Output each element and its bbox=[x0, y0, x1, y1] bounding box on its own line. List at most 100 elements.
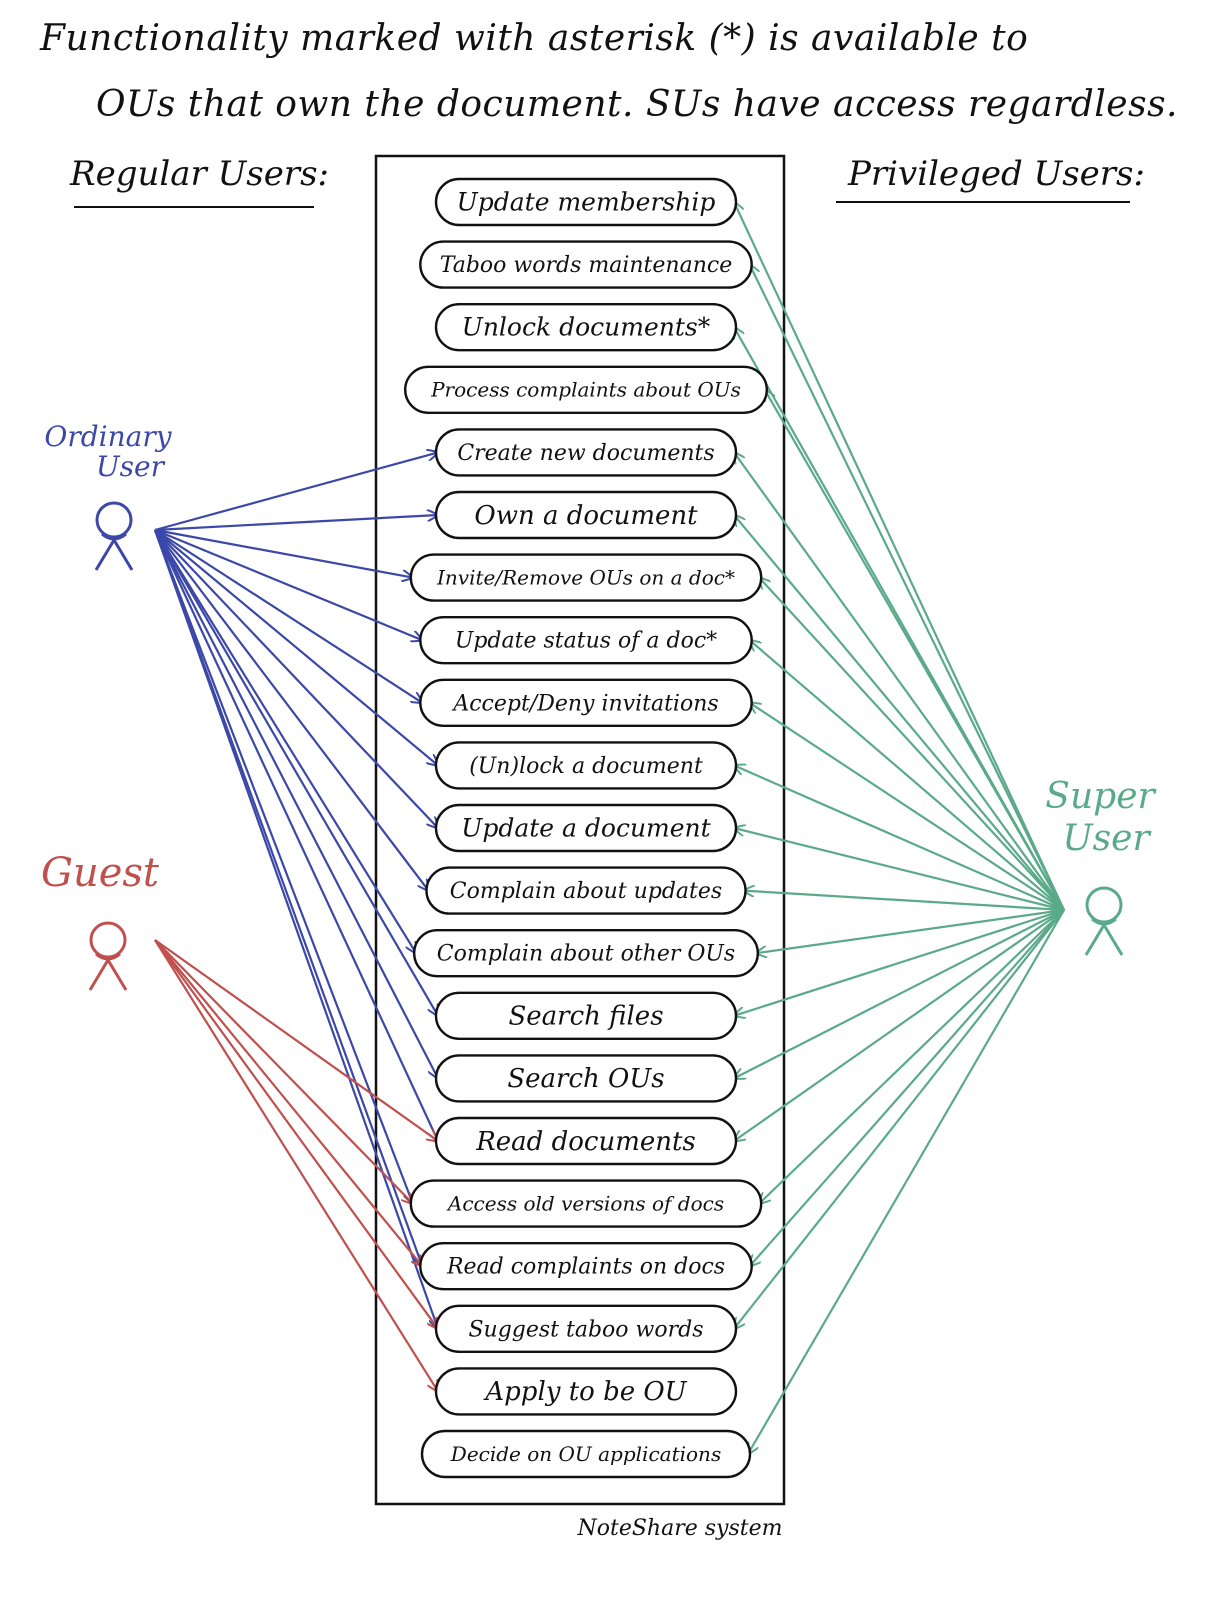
use-case-oval bbox=[434, 303, 738, 352]
association-super-read-complaints-on-docs bbox=[750, 909, 1065, 1266]
ordinary-user-label-line1: Ordinary bbox=[44, 420, 172, 453]
actor-shoulders bbox=[1091, 917, 1117, 926]
association-ordinary-complain-about-other-ous bbox=[154, 529, 416, 953]
use-case-access-old-versions-of-docs: Access old versions of docs bbox=[409, 1179, 763, 1228]
use-case-oval bbox=[420, 1429, 752, 1479]
association-guest-access-old-versions-of-docs bbox=[154, 939, 413, 1204]
system-boundary bbox=[374, 154, 786, 1506]
use-case-label: Suggest taboo words bbox=[468, 1317, 703, 1342]
actor-shoulders bbox=[101, 532, 127, 541]
actor-head bbox=[89, 921, 127, 959]
association-ordinary-search-ous bbox=[154, 529, 438, 1078]
use-case-oval bbox=[404, 365, 769, 414]
super-user-label-line1: Super bbox=[1045, 776, 1156, 817]
actor-head bbox=[95, 501, 133, 539]
super-user-label-line2: User bbox=[1062, 818, 1151, 859]
use-case-label: Invite/Remove OUs on a doc* bbox=[436, 565, 735, 589]
actor-head bbox=[1085, 886, 1123, 924]
note-line-2: OUs that own the document. SUs have acce… bbox=[96, 84, 1178, 125]
association-ordinary-create-new-documents bbox=[154, 452, 438, 532]
association-ordinary-complain-about-updates bbox=[154, 529, 428, 891]
use-case-oval bbox=[412, 929, 760, 978]
association-super-search-ous bbox=[734, 909, 1065, 1078]
use-case-label: Taboo words maintenance bbox=[440, 253, 732, 278]
use-case-process-complaints-about-ous: Process complaints about OUs bbox=[404, 365, 769, 414]
association-super-taboo-words-maintenance bbox=[750, 265, 1065, 911]
association-ordinary-own-a-document bbox=[154, 515, 438, 532]
note-line-1: Functionality marked with asterisk (*) i… bbox=[40, 18, 1029, 59]
association-super-access-old-versions-of-docs bbox=[759, 909, 1065, 1204]
use-case-update-status-of-a-doc: Update status of a doc* bbox=[419, 616, 753, 665]
actor-left-leg bbox=[88, 959, 110, 991]
use-case-read-documents: Read documents bbox=[434, 1116, 738, 1166]
use-case-oval bbox=[419, 616, 753, 665]
ordinary-user-label-line2: User bbox=[96, 450, 166, 483]
use-case-label: Decide on OU applications bbox=[450, 1442, 721, 1466]
association-ordinary-update-status-of-a-doc bbox=[154, 528, 422, 640]
use-case-apply-to-be-ou: Apply to be OU bbox=[434, 1367, 738, 1416]
system-label: NoteShare system bbox=[577, 1516, 783, 1541]
use-case-taboo-words-maintenance: Taboo words maintenance bbox=[419, 240, 753, 289]
association-ordinary-invite-remove-ous-on-a-doc bbox=[154, 528, 413, 578]
actor-right-leg bbox=[106, 959, 128, 991]
use-case-label: (Un)lock a document bbox=[469, 754, 703, 779]
actor-left-leg bbox=[1084, 924, 1106, 956]
use-case-complain-about-other-ous: Complain about other OUs bbox=[412, 929, 760, 978]
actor-right-leg bbox=[112, 539, 134, 571]
association-super-update-status-of-a-doc bbox=[750, 640, 1065, 911]
association-ordinary-read-documents bbox=[154, 529, 438, 1141]
association-guest-suggest-taboo-words bbox=[154, 939, 438, 1329]
use-case-label: Complain about other OUs bbox=[437, 942, 735, 967]
use-case-accept-deny-invitations: Accept/Deny invitations bbox=[419, 678, 753, 727]
use-case-unlock-documents: Unlock documents* bbox=[434, 303, 738, 352]
use-case-label: Read documents bbox=[475, 1127, 696, 1157]
association-super-update-membership bbox=[734, 202, 1065, 911]
association-ordinary-access-old-versions-of-docs bbox=[153, 529, 413, 1204]
use-case-label: Search OUs bbox=[507, 1064, 664, 1094]
use-case-label: Unlock documents* bbox=[462, 313, 711, 342]
association-super-complain-about-other-ous bbox=[756, 908, 1065, 953]
use-case-oval bbox=[434, 991, 738, 1040]
association-super-process-complaints-about-ous bbox=[765, 390, 1065, 911]
association-super-decide-on-ou-applications bbox=[748, 909, 1065, 1454]
use-case-oval bbox=[434, 741, 738, 790]
actor-left-leg bbox=[94, 539, 116, 571]
association-ordinary-suggest-taboo-words bbox=[153, 529, 438, 1329]
association-super-complain-about-updates bbox=[744, 891, 1065, 912]
use-case-label: Access old versions of docs bbox=[446, 1191, 724, 1215]
use-case-un-lock-a-document: (Un)lock a document bbox=[434, 741, 738, 790]
actor-shoulders bbox=[95, 952, 121, 961]
actor-right-leg bbox=[1102, 924, 1124, 956]
association-ordinary-accept-deny-invitations bbox=[154, 529, 422, 703]
association-super-search-files bbox=[734, 908, 1065, 1016]
use-case-own-a-document: Own a document bbox=[434, 490, 738, 540]
super-actor-figure bbox=[1084, 886, 1124, 956]
association-ordinary-un-lock-a-document bbox=[154, 529, 438, 765]
association-ordinary-update-a-document bbox=[154, 529, 438, 828]
regular-users-underline bbox=[74, 206, 314, 208]
association-ordinary-search-files bbox=[154, 529, 438, 1016]
association-guest-read-complaints-on-docs bbox=[154, 939, 422, 1266]
use-case-label: Update status of a doc* bbox=[455, 629, 717, 654]
guest-label: Guest bbox=[41, 850, 160, 896]
privileged-users-underline bbox=[836, 201, 1130, 203]
use-case-label: Accept/Deny invitations bbox=[451, 691, 718, 716]
use-case-oval bbox=[419, 1241, 753, 1291]
use-case-oval bbox=[434, 428, 738, 477]
use-case-oval bbox=[409, 553, 763, 602]
use-case-label: Update a document bbox=[461, 814, 711, 843]
use-case-update-a-document: Update a document bbox=[434, 803, 738, 853]
use-case-label: Own a document bbox=[474, 501, 698, 531]
regular-users-heading: Regular Users: bbox=[70, 154, 329, 194]
guest-actor-figure bbox=[88, 921, 128, 991]
use-case-read-complaints-on-docs: Read complaints on docs bbox=[419, 1241, 753, 1291]
use-case-create-new-documents: Create new documents bbox=[434, 428, 738, 477]
use-case-oval bbox=[434, 1054, 738, 1103]
use-case-oval bbox=[434, 1367, 738, 1416]
association-guest-read-documents bbox=[154, 939, 438, 1141]
use-case-label: Create new documents bbox=[457, 441, 714, 466]
use-case-search-ous: Search OUs bbox=[434, 1054, 738, 1103]
use-case-label: Process complaints about OUs bbox=[430, 378, 741, 402]
